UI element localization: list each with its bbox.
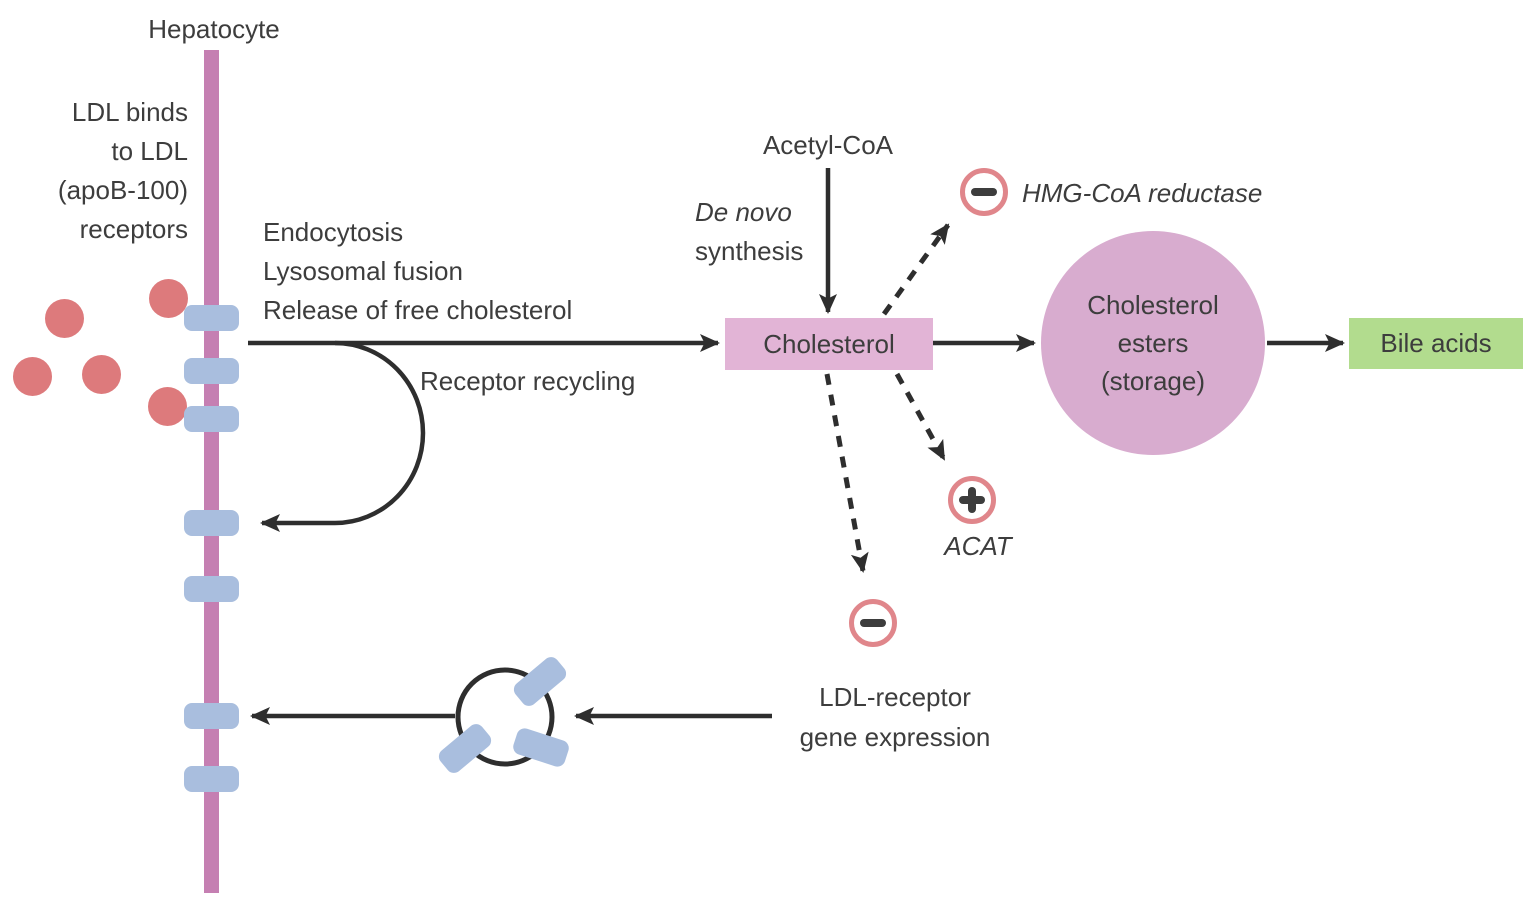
node-line: (storage) <box>1100 366 1206 396</box>
ldl-particle <box>82 355 121 394</box>
uptake-steps-annotation: Endocytosis Lysosomal fusion Release of … <box>263 213 572 330</box>
annotation-line: LDL-receptor <box>819 682 971 712</box>
hmg-coa-reductase-label: HMG-CoA reductase <box>1022 178 1263 208</box>
stimulate-acat-arrow <box>894 372 947 461</box>
node-line: Cholesterol <box>1087 290 1219 320</box>
bile-acids-node-label: Bile acids <box>1380 328 1492 358</box>
ldl-receptor <box>184 358 239 384</box>
gene-inhibition-badge: − <box>849 599 897 647</box>
cholesterol-node-label: Cholesterol <box>763 328 895 359</box>
annotation-line: (apoB-100) <box>57 175 188 205</box>
minus-icon <box>971 188 997 196</box>
ldl-receptor <box>184 703 239 729</box>
ldl-receptor <box>184 305 239 331</box>
ldl-particle <box>148 387 187 426</box>
acat-stimulation-badge: + <box>948 476 996 524</box>
hmg-inhibition-badge: − <box>960 168 1008 216</box>
ldl-receptor-gene-expression-label: LDL-receptor gene expression <box>765 677 1025 757</box>
annotation-line: to LDL <box>111 136 188 166</box>
cholesterol-esters-node: Cholesterol esters (storage) <box>1041 231 1265 455</box>
annotation-line: LDL binds <box>71 97 188 127</box>
minus-icon <box>860 619 886 627</box>
annotation-line: gene expression <box>799 722 991 752</box>
plus-icon <box>968 487 976 513</box>
ldl-particle <box>45 299 84 338</box>
annotation-line: synthesis <box>695 236 804 266</box>
ldl-particle <box>13 357 52 396</box>
node-line: esters <box>1117 328 1189 358</box>
ldl-receptor <box>184 406 239 432</box>
annotation-line: Lysosomal fusion <box>263 256 463 286</box>
receptor-recycling-arrow <box>260 340 426 532</box>
de-novo-synthesis-label: De novo synthesis <box>695 193 803 271</box>
inhibit-gene-arrow <box>824 373 869 573</box>
ldl-receptor <box>184 510 239 536</box>
ldl-binding-annotation: LDL binds to LDL (apoB-100) receptors <box>10 93 188 249</box>
cell-membrane <box>204 50 219 893</box>
cholesterol-node: Cholesterol <box>725 318 933 370</box>
receptor-recycling-label: Receptor recycling <box>420 366 636 396</box>
ldl-receptor <box>184 766 239 792</box>
annotation-line: Release of free cholesterol <box>263 295 573 325</box>
ldl-receptor <box>184 576 239 602</box>
annotation-line: Endocytosis <box>263 217 404 247</box>
acat-label: ACAT <box>944 531 1012 561</box>
inhibit-hmg-arrow <box>881 223 951 316</box>
hepatocyte-label: Hepatocyte <box>148 14 280 44</box>
bile-acids-node: Bile acids <box>1349 318 1523 369</box>
recycling-vesicle <box>455 667 555 767</box>
acetyl-coa-label: Acetyl-CoA <box>762 130 894 160</box>
annotation-line: receptors <box>79 214 188 244</box>
ldl-particle <box>149 279 188 318</box>
annotation-line: De novo <box>695 197 792 227</box>
